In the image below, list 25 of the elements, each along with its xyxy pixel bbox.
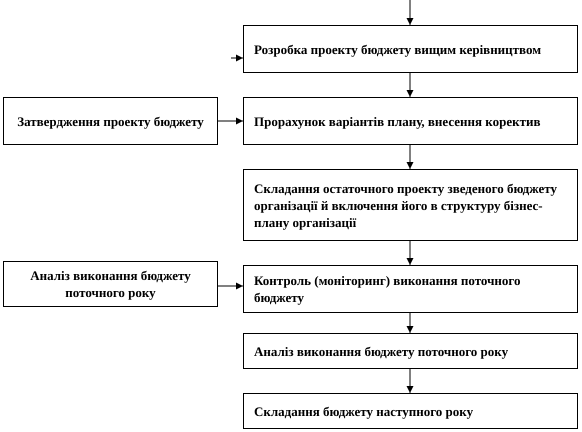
process-box bbox=[3, 97, 218, 145]
arrow bbox=[406, 72, 414, 98]
arrow bbox=[406, 144, 414, 170]
box-text: Прорахунок варіантів плану, внесення коректив bbox=[254, 112, 541, 130]
process-box bbox=[243, 25, 578, 73]
process-box bbox=[243, 97, 578, 145]
arrow bbox=[406, 240, 414, 266]
box-text: Розробка проекту бюджету вищим керівництвом bbox=[254, 40, 542, 58]
box-text: Аналіз виконання бюджету поточного року bbox=[29, 267, 192, 301]
process-box bbox=[243, 393, 578, 429]
arrow bbox=[406, 0, 414, 26]
box-text: Затвердження проекту бюджету bbox=[17, 112, 204, 130]
box-text: Контроль (моніторинг) виконання поточного бюджету bbox=[254, 272, 522, 306]
box-text: Складання бюджету наступного року bbox=[254, 402, 474, 420]
process-box bbox=[243, 169, 578, 241]
process-box bbox=[3, 261, 218, 307]
arrow bbox=[218, 282, 244, 290]
arrow bbox=[406, 312, 414, 334]
arrow bbox=[218, 118, 244, 124]
arrow bbox=[230, 54, 244, 62]
process-box bbox=[243, 333, 578, 369]
process-box bbox=[243, 265, 578, 313]
box-text: Аналіз виконання бюджету поточного року bbox=[254, 342, 508, 360]
arrow bbox=[406, 368, 414, 394]
box-text: Складання остаточного проекту зведеного бюджету організації й включення його в структуру бізнес-плану організації bbox=[254, 180, 558, 230]
